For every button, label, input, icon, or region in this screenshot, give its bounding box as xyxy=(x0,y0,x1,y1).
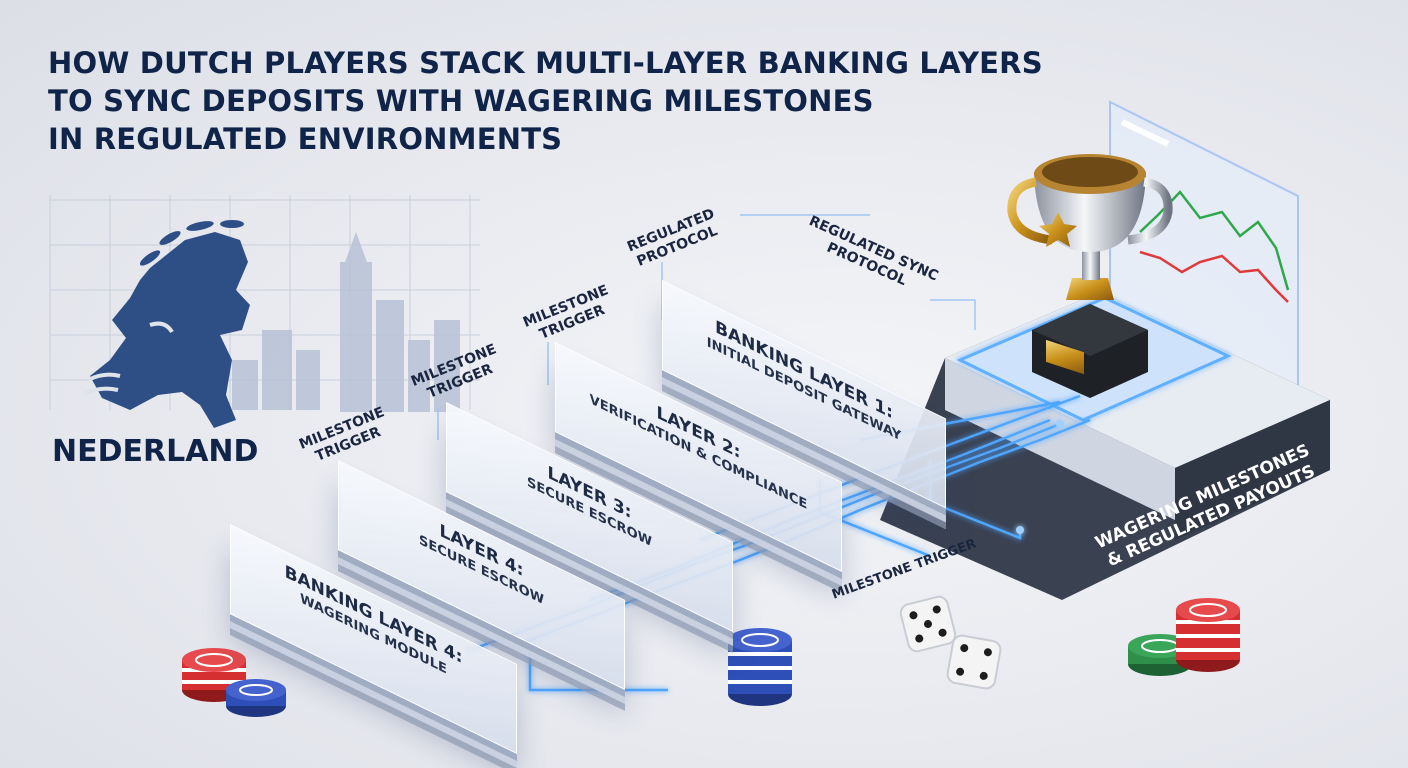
dice-icon xyxy=(899,595,1002,690)
die-two xyxy=(946,634,1002,690)
chip-stack-blue-left xyxy=(226,679,286,717)
chip-stack-blue-center xyxy=(728,628,792,706)
chip-stack-red-right xyxy=(1176,598,1240,672)
die-one xyxy=(899,595,957,653)
